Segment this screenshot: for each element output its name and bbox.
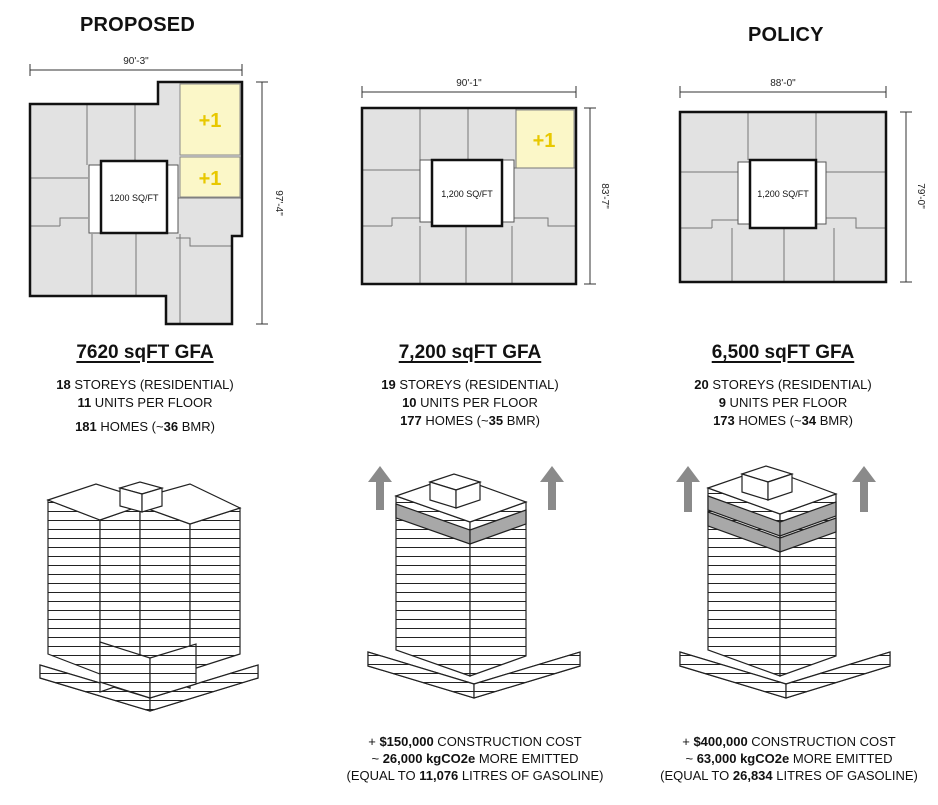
plan3-homes: 173 HOMES (~34 BMR) [713,413,853,428]
plan-policy: 88'-0" 79'-0" 1,200 SQ/FT [678,78,926,284]
building-middle [367,473,581,699]
plan3-core-label: 1,200 SQ/FT [757,189,809,199]
plan1-width-dim: 90'-3" [123,56,149,67]
building-proposed [39,481,259,712]
plan-proposed: 90'-3" 97'-4" 1200 SQ/FT +1 [28,56,284,326]
up-arrow-icon [676,466,700,512]
building-policy [679,465,891,699]
plan2-gfa: 7,200 sqFT GFA [398,342,542,363]
plan1-height-dim: 97'-4" [273,190,284,216]
building2-up-arrows [368,466,564,510]
up-arrow-icon [540,466,564,510]
plan-middle: 90'-1" 83'-7" 1,200 SQ/FT +1 [360,78,610,286]
up-arrow-icon [368,466,392,510]
plan1-units: 11 UNITS PER FLOOR [77,395,213,410]
plan3-gfa: 6,500 sqFT GFA [711,342,855,363]
plan2-core-label: 1,200 SQ/FT [441,189,493,199]
plan3-width-dim: 88'-0" [770,78,796,89]
middle-cost-block: + $150,000 CONSTRUCTION COST ~ 26,000 kg… [330,733,620,784]
plan2-plus-label: +1 [533,130,556,152]
plan3-units: 9 UNITS PER FLOOR [718,395,848,410]
plan3-cost: + $400,000 CONSTRUCTION COST [682,734,896,749]
plan3-equal: (EQUAL TO 26,834 LITRES OF GASOLINE) [660,768,918,783]
plan2-co2: ~ 26,000 kgCO2e MORE EMITTED [371,751,579,766]
floor-plans: 90'-3" 97'-4" 1200 SQ/FT +1 [28,56,926,326]
building3-up-arrows [676,466,876,512]
plan2-homes: 177 HOMES (~35 BMR) [400,413,540,428]
policy-heading: POLICY [748,24,824,46]
policy-cost-block: + $400,000 CONSTRUCTION COST ~ 63,000 kg… [644,733,934,784]
plan1-core-label: 1200 SQ/FT [109,193,159,203]
plan3-storeys: 20 STOREYS (RESIDENTIAL) [694,377,872,392]
plan1-plus-label-2: +1 [199,168,222,190]
plan1-plus-label-1: +1 [199,110,222,132]
plan1-storeys: 18 STOREYS (RESIDENTIAL) [56,377,234,392]
plan1-homes: 181 HOMES (~36 BMR) [75,419,215,434]
building-axonometrics [39,465,891,712]
col-proposed-stats: 7620 sqFT GFA 18 STOREYS (RESIDENTIAL) 1… [40,342,250,436]
plan2-width-dim: 90'-1" [456,78,482,89]
plan2-storeys: 19 STOREYS (RESIDENTIAL) [381,377,559,392]
plan3-co2: ~ 63,000 kgCO2e MORE EMITTED [685,751,893,766]
plan2-units: 10 UNITS PER FLOOR [402,395,538,410]
plan2-cost: + $150,000 CONSTRUCTION COST [368,734,582,749]
plan3-height-dim: 79'-0" [915,183,926,209]
plan2-equal: (EQUAL TO 11,076 LITRES OF GASOLINE) [346,768,604,783]
proposed-heading: PROPOSED [80,14,195,36]
plan1-gfa: 7620 sqFT GFA [76,342,214,363]
plan2-height-dim: 83'-7" [599,183,610,209]
col-policy-stats: 6,500 sqFT GFA 20 STOREYS (RESIDENTIAL) … [678,342,888,430]
up-arrow-icon [852,466,876,512]
col-middle-stats: 7,200 sqFT GFA 19 STOREYS (RESIDENTIAL) … [365,342,575,430]
